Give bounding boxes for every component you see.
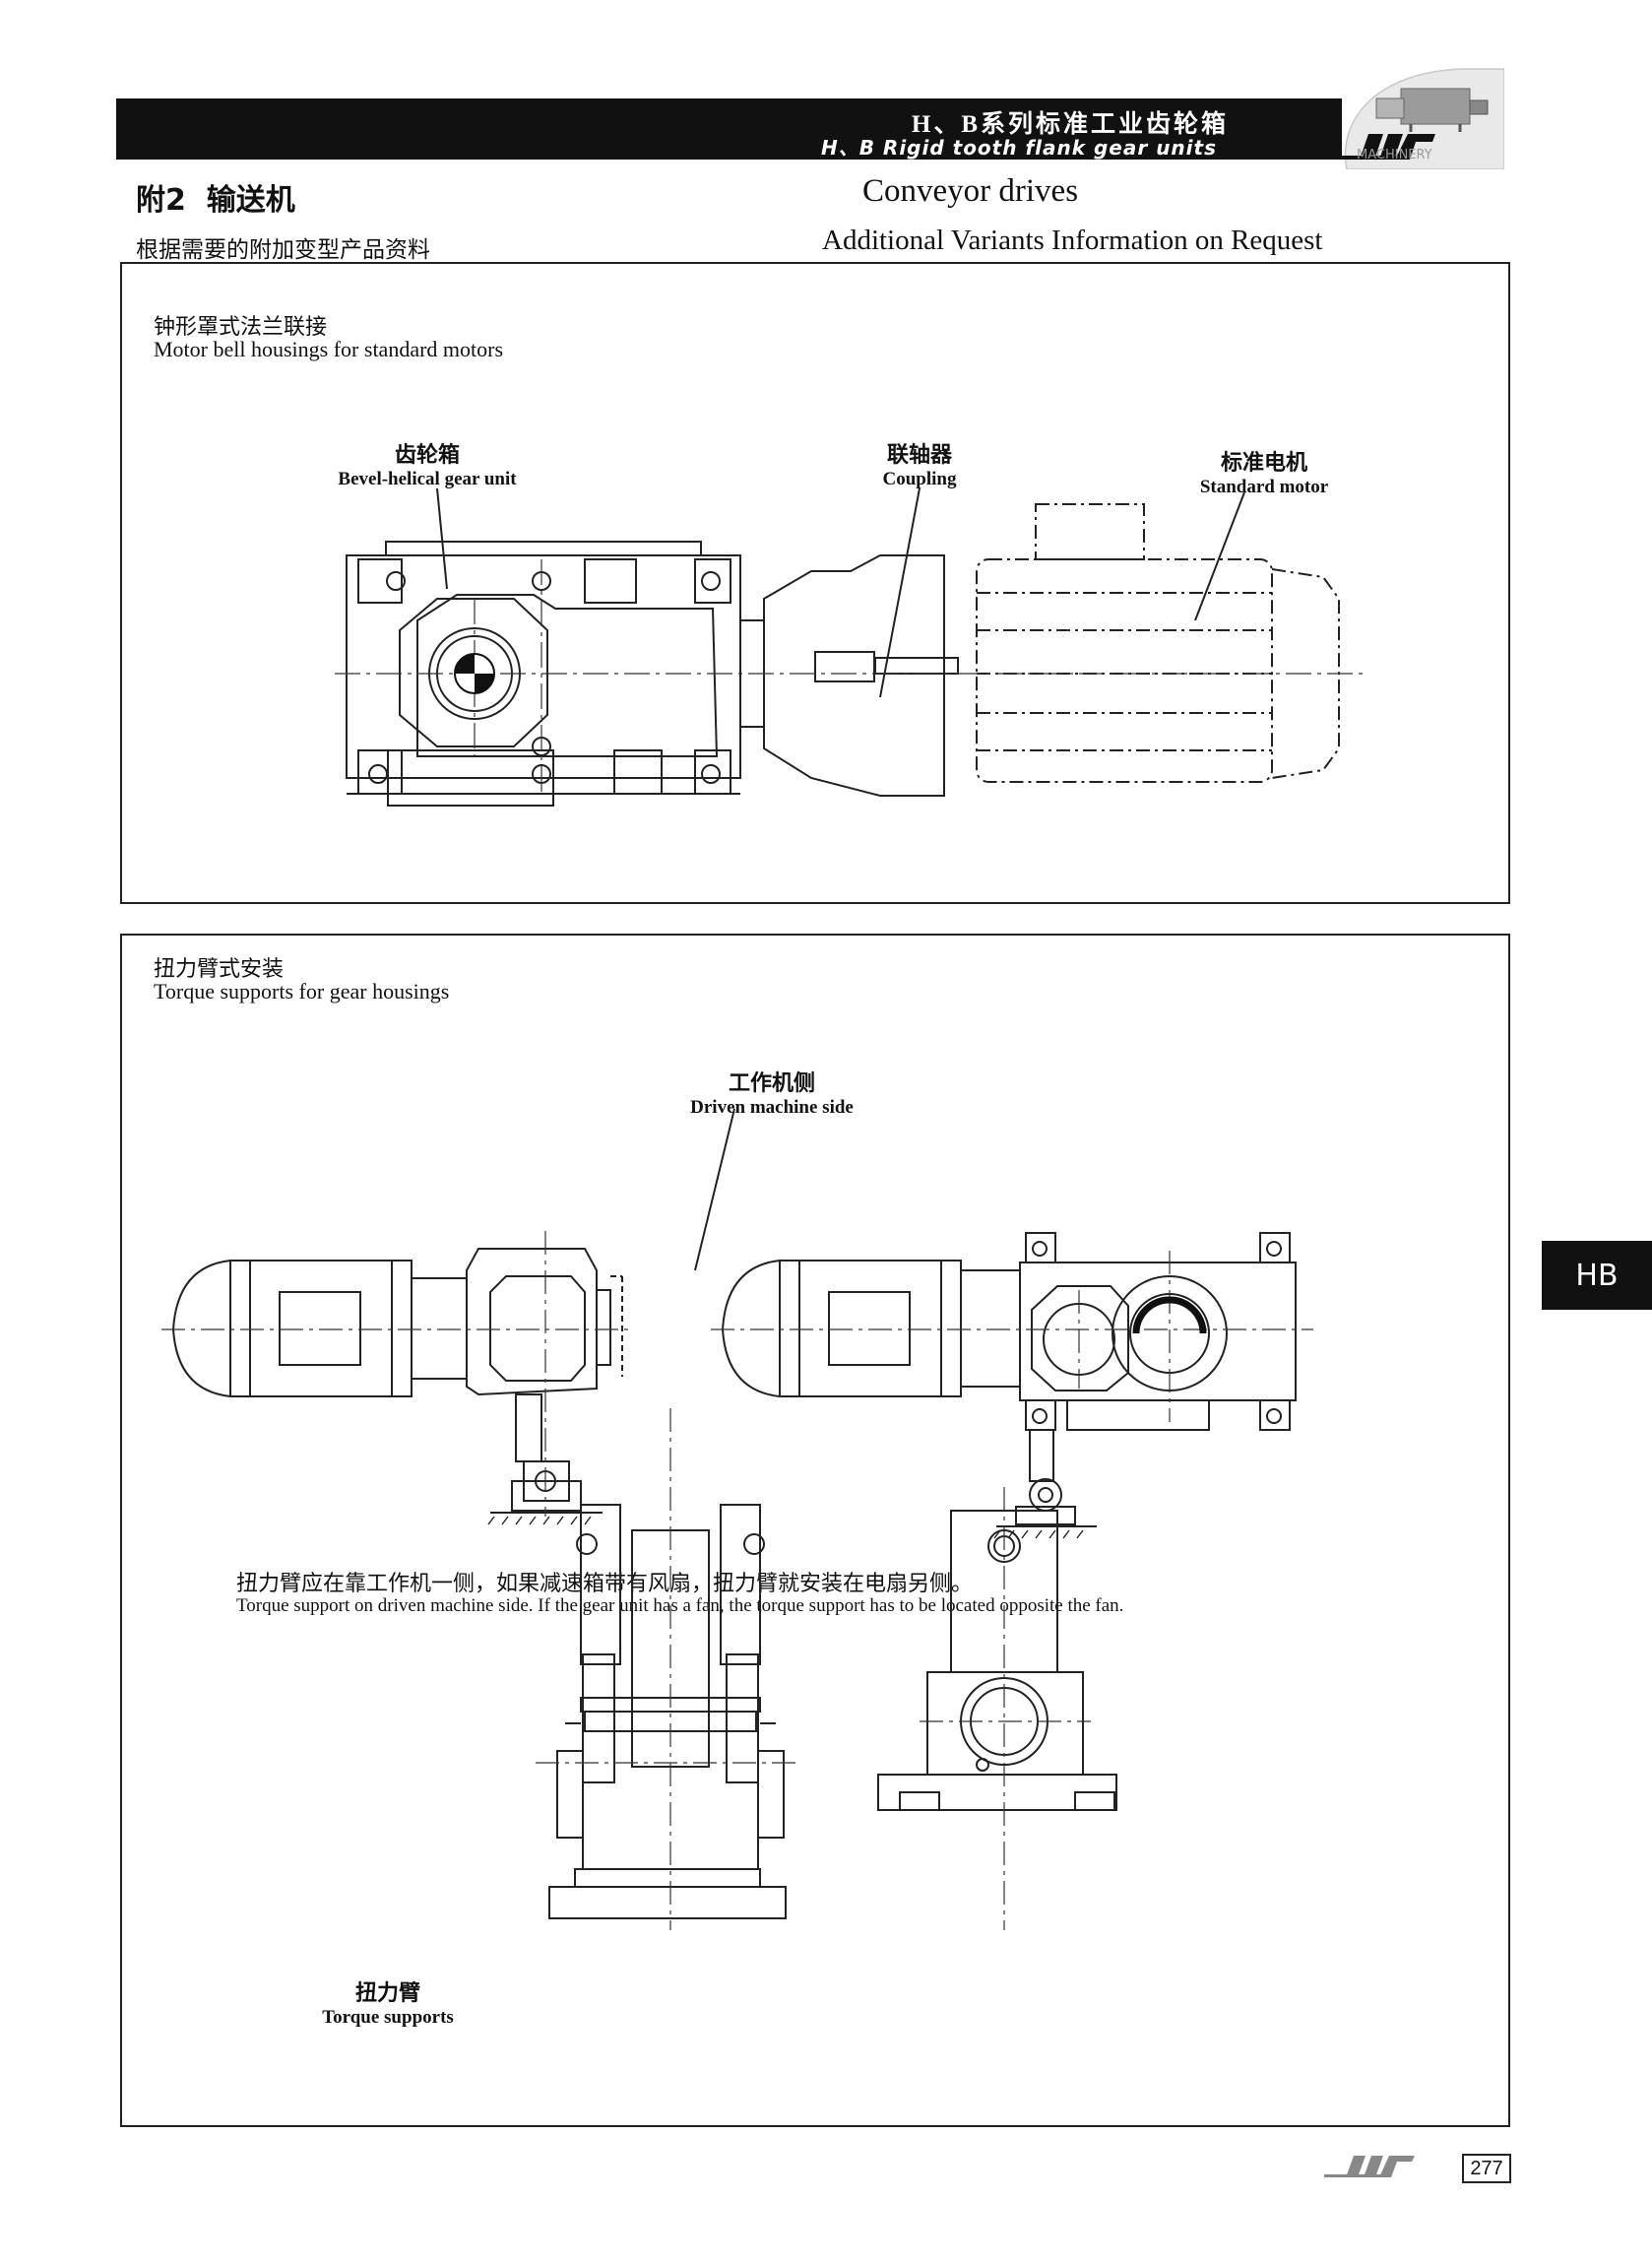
label-coupling-en: Coupling [882,469,957,489]
label-motor-en: Standard motor [1199,477,1329,497]
header-bar [116,98,1342,160]
label-driven-side-en: Driven machine side [690,1097,854,1118]
header-title-cn: H、B系列标准工业齿轮箱 [911,111,1229,138]
section-subtitle-en: Additional Variants Information on Reque… [822,225,1323,256]
label-gear-unit: 齿轮箱 Bevel-helical gear unit [309,437,545,490]
brand-word: MACHINERY [1357,148,1432,162]
label-coupling-cn: 联轴器 [886,443,952,468]
panel2-caption-en: Torque supports for gear housings [154,979,450,1003]
note-en: Torque support on driven machine side. I… [236,1595,1124,1616]
label-standard-motor: 标准电机 Standard motor [1175,445,1353,498]
header-title-en: H、B Rigid tooth flank gear units [820,136,1217,160]
label-torque-support-cn: 扭力臂 [354,1981,420,2006]
note-cn: 扭力臂应在靠工作机一侧，如果减速箱带有风扇，扭力臂就安装在电扇另侧。 [236,1572,974,1596]
panel1-caption-en: Motor bell housings for standard motors [154,337,504,361]
brand-gearbox-icon [1329,68,1504,169]
label-coupling: 联轴器 Coupling [851,437,988,490]
section-tab-hb[interactable]: HB [1542,1241,1652,1310]
label-torque-support: 扭力臂 Torque supports [289,1975,486,2029]
label-motor-cn: 标准电机 [1220,451,1307,476]
label-gear-unit-cn: 齿轮箱 [394,443,460,468]
panel2-caption-cn: 扭力臂式安装 [154,957,285,982]
section-subtitle-cn: 根据需要的附加变型产品资料 [136,237,430,263]
panel-torque-supports: 扭力臂式安装 Torque supports for gear housings… [120,934,1510,2127]
label-driven-side-cn: 工作机侧 [728,1071,815,1096]
panel1-caption-cn: 钟形罩式法兰联接 [154,315,328,340]
label-driven-side: 工作机侧 Driven machine side [673,1066,870,1119]
label-gear-unit-en: Bevel-helical gear unit [338,469,517,489]
panel-bell-housing: 钟形罩式法兰联接 Motor bell housings for standar… [120,262,1510,904]
section-title-en: Conveyor drives [862,173,1079,209]
torque-support-drawing [161,1108,1313,1930]
footer-brand-stripes-icon [1324,2156,1415,2177]
section-title-cn: 附2 输送机 [136,183,295,218]
bell-housing-drawing [335,487,1363,807]
page-number: 277 [1462,2154,1511,2183]
label-torque-support-en: Torque supports [322,2007,454,2028]
